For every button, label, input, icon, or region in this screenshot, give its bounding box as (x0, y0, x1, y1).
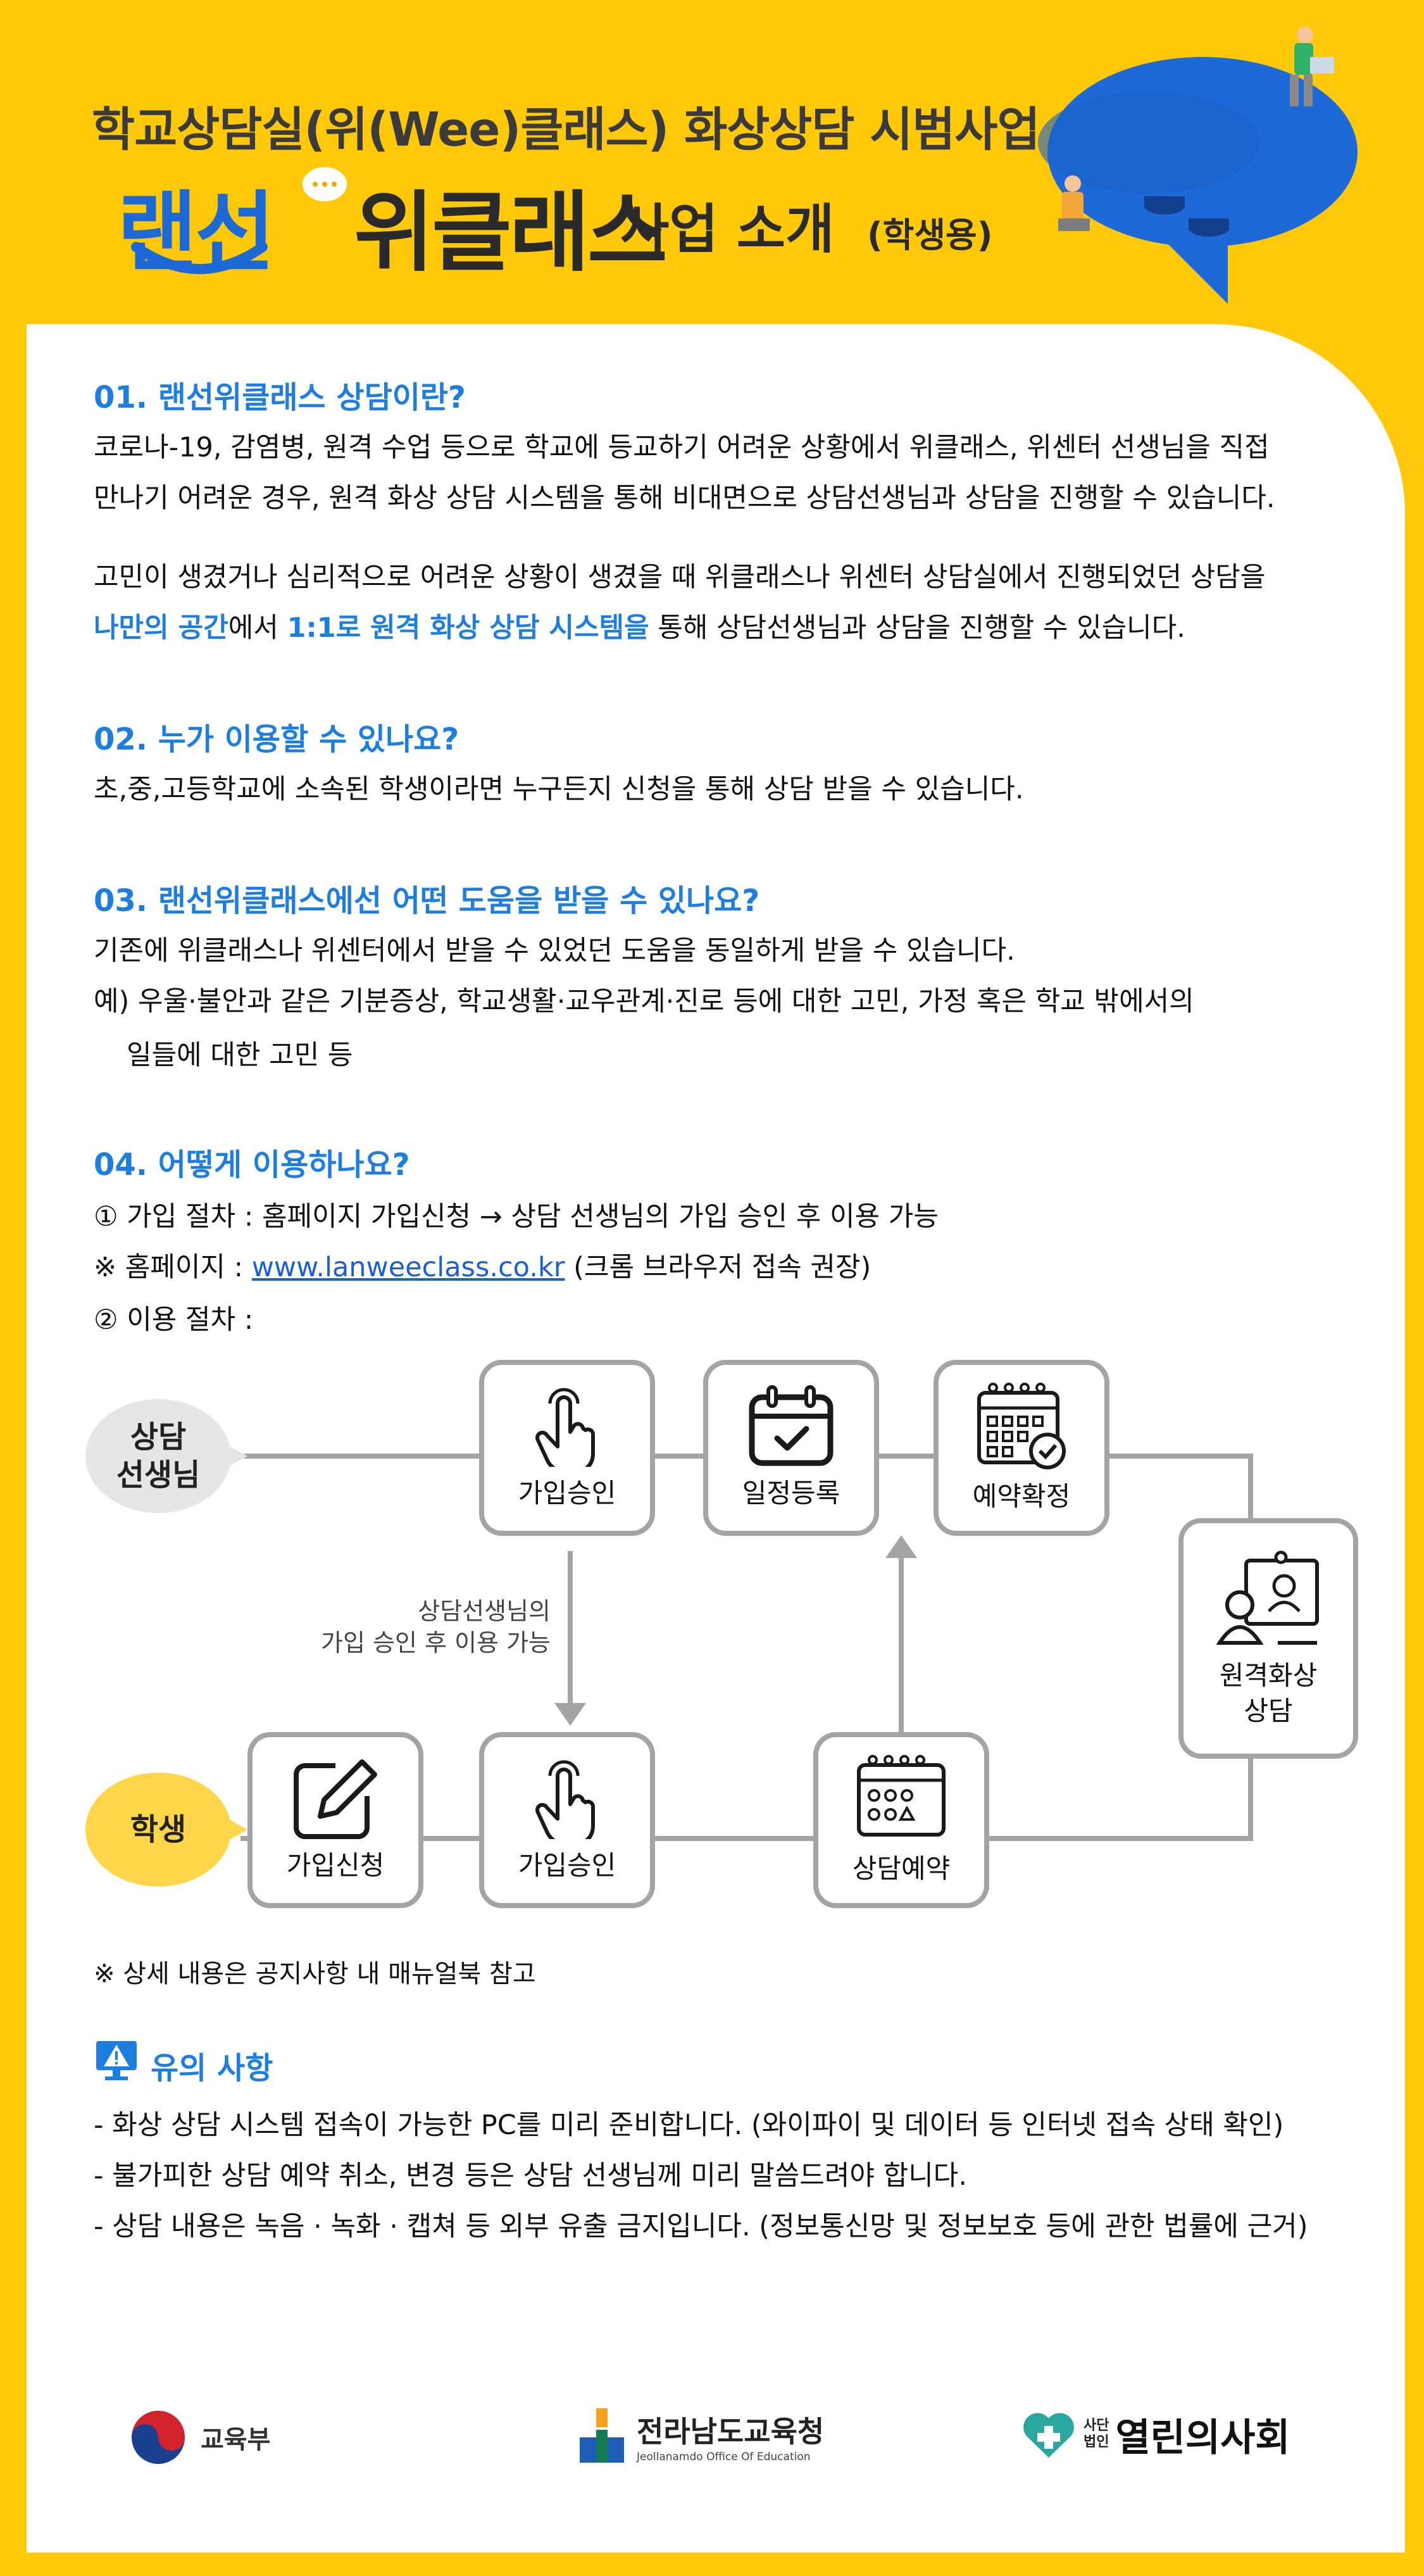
teacher-bubble: 상담 선생님 (85, 1399, 231, 1513)
arrow-up-shaft (899, 1548, 904, 1738)
video-call-icon (1216, 1550, 1319, 1645)
step-confirm: 예약확정 (934, 1360, 1109, 1536)
section3-heading: 03. 랜선위클래스에선 어떤 도움을 받을 수 있나요? (94, 883, 760, 919)
calendar-confirm-icon (977, 1383, 1066, 1469)
section3-line3: 일들에 대한 고민 등 (127, 1040, 353, 1071)
approval-note-line1: 상담선생님의 (418, 1597, 551, 1625)
teacher-bubble-tail-icon (225, 1443, 247, 1469)
flow-footnote: ※ 상세 내용은 공지사항 내 매뉴얼북 참고 (94, 1959, 536, 1989)
section4-line3: ② 이용 절차 : (94, 1304, 254, 1336)
step-apply: 가입신청 (247, 1732, 423, 1908)
step-schedule-label: 일정등록 (742, 1478, 840, 1509)
student-bubble-tail-icon (225, 1817, 247, 1842)
open-medical-logo: 사단 법인 열린의사회 (1020, 2406, 1290, 2463)
moe-label: 교육부 (201, 2425, 271, 2454)
calendar-check-icon (749, 1385, 834, 1466)
taegeuk-icon (132, 2411, 185, 2464)
video-chat-illustration-icon (1038, 27, 1358, 304)
step-schedule: 일정등록 (703, 1360, 879, 1536)
org-prefix: 사단 법인 (1084, 2418, 1109, 2450)
section1-line4-mid: 에서 (228, 612, 287, 644)
step-student-approve-label: 가입승인 (518, 1850, 616, 1881)
highlight-remote-system: 1:1로 원격 화상 상담 시스템을 (287, 612, 649, 644)
heart-cross-icon (1023, 2413, 1074, 2458)
section1-heading: 01. 랜선위클래스 상담이란? (94, 380, 466, 415)
step-reserve: 상담예약 (813, 1732, 989, 1908)
step-remote-counseling: 원격화상 상담 (1178, 1518, 1358, 1759)
section1-line4-end: 통해 상담선생님과 상담을 진행할 수 있습니다. (649, 612, 1185, 644)
step-remote-label: 원격화상 상담 (1219, 1660, 1318, 1726)
section1-line2: 만나기 어려운 경우, 원격 화상 상담 시스템을 통해 비대면으로 상담선생님… (94, 482, 1275, 514)
browser-note: (크롬 브라우저 접속 권장) (565, 1252, 871, 1283)
arrow-down-head-icon (554, 1703, 586, 1726)
brand-part2: 위클래스 (354, 182, 668, 284)
section4-heading: 04. 어떻게 이용하나요? (94, 1147, 410, 1183)
section1-line1: 코로나-19, 감염병, 원격 수업 등으로 학교에 등교하기 어려운 상황에서… (94, 432, 1270, 463)
teacher-label: 상담 선생님 (116, 1419, 201, 1493)
student-bubble: 학생 (85, 1773, 231, 1887)
brand-title: 랜선 위클래스 (117, 161, 668, 288)
section2-heading: 02. 누가 이용할 수 있나요? (94, 722, 459, 757)
brand-part3: 사업 소개 (620, 198, 835, 260)
section3-line1: 기존에 위클래스나 위센터에서 받을 수 있었던 도움을 동일하게 받을 수 있… (94, 935, 1015, 967)
homepage-label: ※ 홈페이지 : (94, 1252, 252, 1283)
step-teacher-approve-label: 가입승인 (518, 1478, 616, 1509)
section1-line3: 고민이 생겼거나 심리적으로 어려운 상황이 생겼을 때 위클래스나 위센터 상… (94, 562, 1266, 593)
jeonnam-label: 전라남도교육청 (637, 2415, 825, 2449)
moe-logo: 교육부 (130, 2409, 270, 2466)
arrow-up-head-icon (885, 1535, 917, 1558)
jeonnam-en-label: Jeollanamdo Office Of Education (637, 2451, 811, 2463)
notice-item1: - 화상 상담 시스템 접속이 가능한 PC를 미리 준비합니다. (와이파이 … (94, 2109, 1284, 2141)
org-label: 열린의사회 (1115, 2415, 1290, 2460)
step-reserve-label: 상담예약 (852, 1853, 951, 1884)
tap-hand-icon (535, 1388, 595, 1467)
connector-right-top (1248, 1454, 1253, 1522)
homepage-link[interactable]: www.lanweeclass.co.kr (251, 1252, 565, 1283)
section2-line1: 초,중,고등학교에 소속된 학생이라면 누구든지 신청을 통해 상담 받을 수 … (94, 774, 1024, 805)
tap-hand-icon (535, 1760, 595, 1839)
connector-right-bottom (1248, 1754, 1253, 1841)
section4-line1: ① 가입 절차 : 홈페이지 가입신청 → 상담 선생님의 가입 승인 후 이용… (94, 1201, 939, 1233)
section4-line2: ※ 홈페이지 : www.lanweeclass.co.kr (크롬 브라우저 … (94, 1245, 871, 1285)
step-student-approve: 가입승인 (479, 1732, 655, 1908)
notice-item2: - 불가피한 상담 예약 취소, 변경 등은 상담 선생님께 미리 말씀드려야 … (94, 2160, 968, 2192)
step-confirm-label: 예약확정 (972, 1481, 1071, 1512)
section1-line4: 나만의 공간에서 1:1로 원격 화상 상담 시스템을 통해 상담선생님과 상담… (94, 606, 1185, 645)
edit-pencil-icon (294, 1759, 377, 1839)
student-label: 학생 (130, 1812, 187, 1847)
speech-dots-icon (299, 163, 351, 205)
notice-heading: 유의 사항 (151, 2051, 273, 2086)
step-apply-label: 가입신청 (286, 1850, 385, 1881)
highlight-my-space: 나만의 공간 (94, 612, 228, 644)
warning-monitor-icon (96, 2041, 137, 2080)
arrow-down-shaft (568, 1551, 573, 1709)
jeonnam-logo: 전라남도교육청 Jeollanamdo Office Of Education (577, 2406, 824, 2466)
smile-logo-icon (131, 242, 268, 274)
jeonnam-emblem-icon (580, 2408, 624, 2463)
calendar-reserve-icon (857, 1755, 946, 1837)
approval-note: 상담선생님의 가입 승인 후 이용 가능 (266, 1595, 551, 1659)
notice-item3: - 상담 내용은 녹음 · 녹화 · 캡쳐 등 외부 유출 금지입니다. (정보… (94, 2211, 1308, 2242)
approval-note-line2: 가입 승인 후 이용 가능 (321, 1629, 551, 1657)
header-subtitle: 학교상담실(위(Wee)클래스) 화상상담 시범사업 (92, 103, 1040, 157)
section3-line2: 예) 우울·불안과 같은 기분증상, 학교생활·교우관계·진로 등에 대한 고민… (94, 986, 1194, 1017)
connector-student-row (240, 1836, 1253, 1841)
brand-audience: (학생용) (867, 215, 993, 255)
step-teacher-approve: 가입승인 (479, 1360, 655, 1536)
